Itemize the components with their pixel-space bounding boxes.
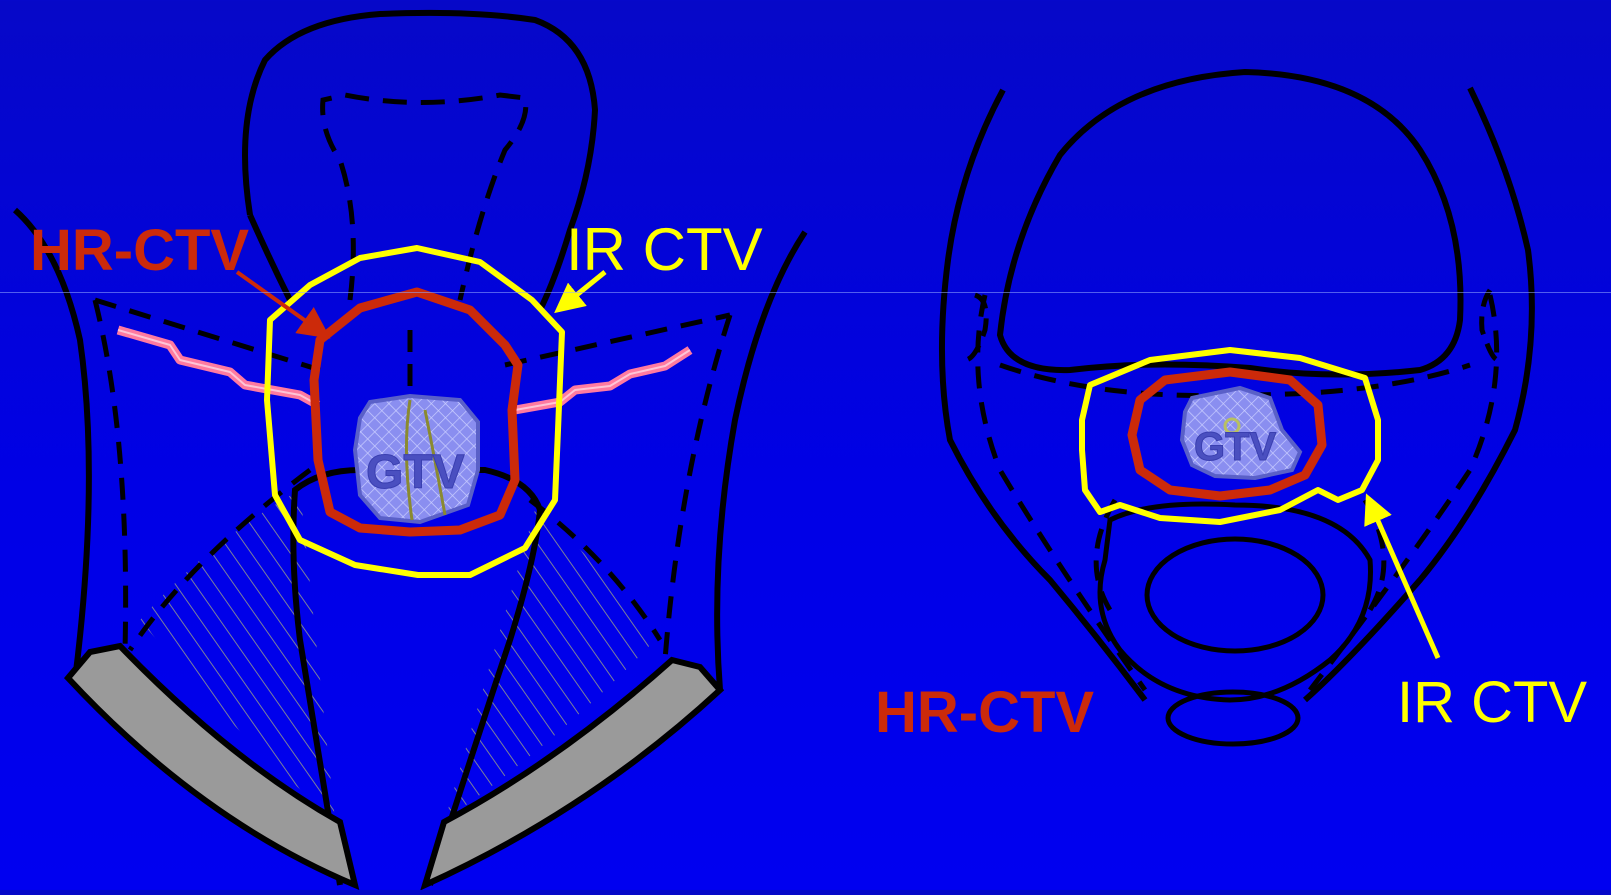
right-dashed-floor <box>505 315 730 365</box>
left-hr-ctv-label: HR-CTV <box>30 218 249 283</box>
rectum-outer <box>1100 504 1371 700</box>
right-ir-ctv-arrow <box>1368 498 1438 658</box>
right-ir-ctv-label: IR CTV <box>1397 670 1587 735</box>
right-gtv-label: GTV <box>1194 425 1277 469</box>
rectum-inner <box>1147 539 1323 651</box>
right-hr-ctv-label: HR-CTV <box>875 680 1094 745</box>
left-gtv-label: GTV <box>366 446 465 499</box>
uterine-cavity <box>323 95 526 300</box>
axial-right-dashed <box>1310 295 1497 690</box>
uterus-outline <box>245 13 595 310</box>
left-coronal-view: GTV HR-CTV IR CTV <box>15 13 805 885</box>
left-dashed-wall <box>95 300 126 650</box>
axial-left-small-loop <box>965 295 986 360</box>
bladder-outline <box>1000 72 1461 375</box>
right-pelvic-wall <box>717 232 805 690</box>
axial-left-dashed <box>978 295 1145 690</box>
left-ir-ctv-label: IR CTV <box>566 216 763 283</box>
right-axial-view: GTV HR-CTV IR CTV <box>875 72 1587 745</box>
right-dashed-wall <box>665 315 730 660</box>
divider-line <box>0 292 1611 293</box>
